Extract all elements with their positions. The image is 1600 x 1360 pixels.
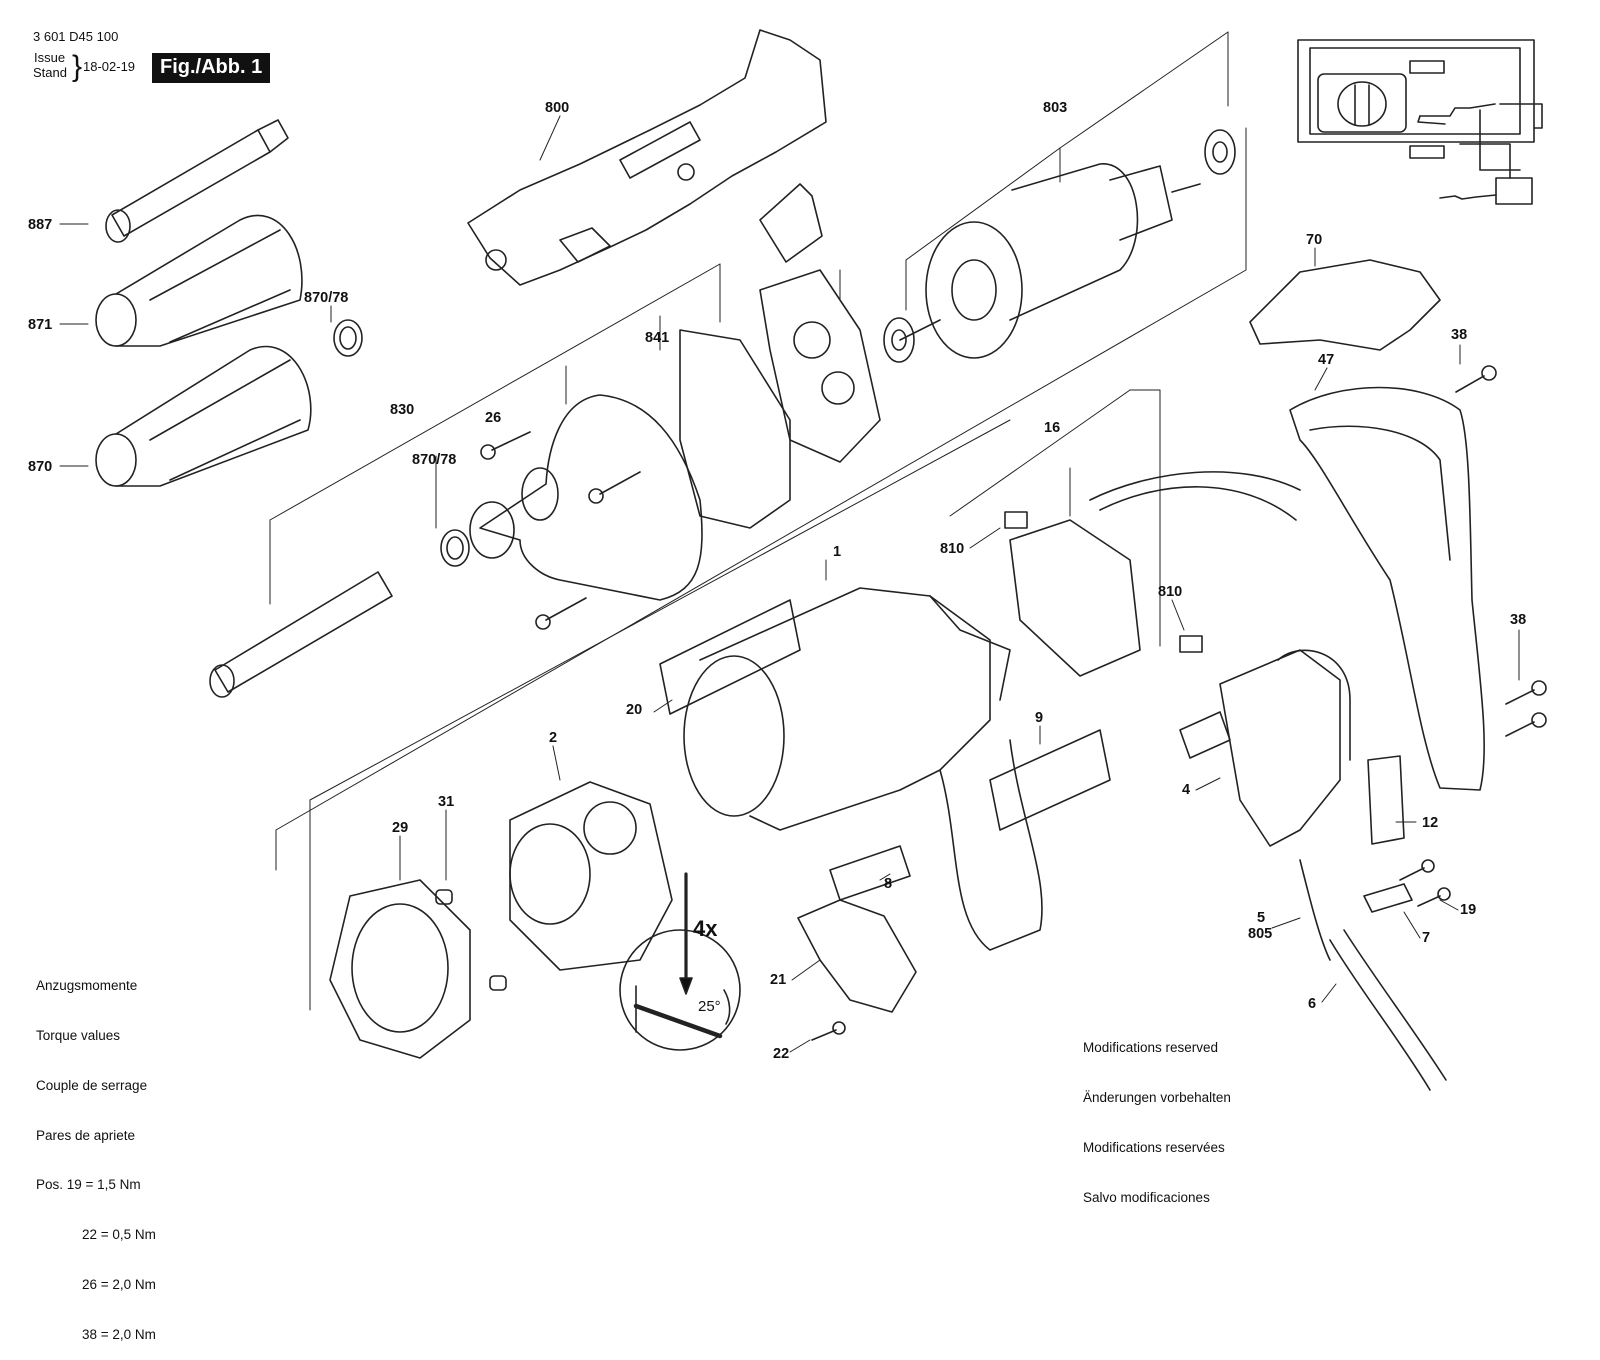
part-887-bit-holder	[105, 119, 289, 243]
torque-pos-19: Pos. 19 = 1,5 Nm	[36, 1177, 141, 1193]
part-29-ring	[329, 879, 471, 1059]
part-800-magazine	[467, 29, 827, 286]
part-12-capacitor	[1367, 755, 1405, 845]
grouping-lines	[269, 31, 1247, 1011]
label-20: 20	[626, 702, 642, 718]
modification-fr: Modifications reservées	[1083, 1139, 1225, 1155]
label-810-a: 810	[940, 541, 964, 557]
label-29: 29	[392, 820, 408, 836]
torque-heading-es: Pares de apriete	[36, 1127, 136, 1143]
label-830: 830	[390, 402, 414, 418]
stand-label: Stand	[33, 65, 67, 80]
part-871-depth-locator	[95, 214, 303, 347]
part-31-pin-a	[435, 889, 453, 905]
part-870-78-ring-top	[333, 319, 363, 357]
label-805: 805	[1248, 926, 1272, 942]
part-841-plates	[679, 269, 881, 529]
part-803-armature	[899, 163, 1201, 359]
label-841: 841	[645, 330, 669, 346]
part-870-78-ring-mid	[440, 529, 470, 567]
part-20-label	[659, 599, 801, 715]
wiring-schematic	[1297, 39, 1543, 205]
label-21: 21	[770, 972, 786, 988]
label-26: 26	[485, 410, 501, 426]
part-1-motor-housing	[683, 587, 1043, 951]
issue-date: 18-02-19	[83, 59, 136, 74]
assembly-detail	[619, 872, 741, 1051]
part-21-cover	[797, 899, 917, 1013]
bit-holder-lower	[209, 571, 393, 698]
torque-pos-26: 26 = 2,0 Nm	[82, 1276, 156, 1292]
label-810-b: 810	[1158, 584, 1182, 600]
label-887: 887	[28, 217, 52, 233]
label-870-78-top: 870/78	[304, 290, 348, 306]
torque-heading-de: Anzugsmomente	[36, 978, 138, 994]
label-870-78-mid: 870/78	[412, 452, 456, 468]
label-803: 803	[1043, 100, 1067, 116]
leader-lines	[59, 115, 1520, 1053]
part-2-field	[509, 781, 673, 971]
modification-notes: Modifications reserved Änderungen vorbeh…	[1083, 1007, 1231, 1223]
screws-26	[480, 431, 641, 630]
torque-heading-fr: Couple de serrage	[36, 1077, 148, 1093]
part-810-brush-a	[1004, 511, 1028, 529]
part-47-handle-shell	[1289, 386, 1485, 791]
label-7: 7	[1422, 930, 1430, 946]
modification-de: Änderungen vorbehalten	[1083, 1089, 1231, 1105]
label-19: 19	[1460, 902, 1476, 918]
screws-38	[1455, 365, 1547, 737]
part-870-depth-locator	[95, 345, 312, 487]
torque-pos-38: 38 = 2,0 Nm	[82, 1326, 156, 1342]
label-9: 9	[1035, 710, 1043, 726]
part-830-gear-housing	[469, 394, 703, 601]
label-12: 12	[1422, 815, 1438, 831]
part-6-cord	[1277, 649, 1447, 1091]
issue-label: Issue	[34, 50, 66, 65]
part-31-pin-b	[489, 975, 507, 991]
label-5: 5	[1257, 910, 1265, 926]
part-9-label	[989, 729, 1111, 831]
label-6: 6	[1308, 996, 1316, 1012]
torque-notes: Anzugsmomente Torque values Couple de se…	[36, 945, 156, 1360]
torque-heading-en: Torque values	[36, 1027, 121, 1043]
label-31: 31	[438, 794, 454, 810]
part-16-brush-holder	[1009, 471, 1301, 677]
part-70-cover	[1249, 259, 1441, 351]
label-2: 2	[549, 730, 557, 746]
modification-es: Salvo modificaciones	[1083, 1189, 1210, 1205]
label-22: 22	[773, 1046, 789, 1062]
part-22-screw	[811, 1029, 837, 1041]
brace-glyph: }	[72, 50, 83, 83]
label-4: 4	[1182, 782, 1190, 798]
part-810-brush-b	[1179, 635, 1203, 653]
torque-pos-22: 22 = 0,5 Nm	[82, 1227, 156, 1243]
label-38-top: 38	[1451, 327, 1467, 343]
multiplier-label: 4x	[693, 916, 718, 941]
angle-label: 25°	[698, 998, 721, 1015]
modification-en: Modifications reserved	[1083, 1040, 1219, 1056]
label-38-mid: 38	[1510, 612, 1526, 628]
label-870: 870	[28, 459, 52, 475]
label-1: 1	[833, 544, 841, 560]
label-871: 871	[28, 317, 52, 333]
part-8-label	[829, 845, 911, 901]
label-800: 800	[545, 100, 569, 116]
part-19-screws	[1399, 859, 1451, 907]
part-numbers: 800 803 887 871 870/78 870 841 830 26 87…	[28, 100, 1526, 1062]
bearings	[883, 129, 1236, 363]
label-16: 16	[1044, 420, 1060, 436]
part-4-switch	[1179, 649, 1341, 847]
label-70: 70	[1306, 232, 1322, 248]
label-47: 47	[1318, 352, 1334, 368]
part-7-clamp	[1363, 883, 1413, 913]
label-8: 8	[884, 876, 892, 892]
figure-label: Fig./Abb. 1	[152, 53, 271, 83]
exploded-parts-diagram: 800 803 887 871 870/78 870 841 830 26 87…	[28, 29, 1547, 1091]
document-number: 3 601 D45 100	[33, 29, 119, 44]
